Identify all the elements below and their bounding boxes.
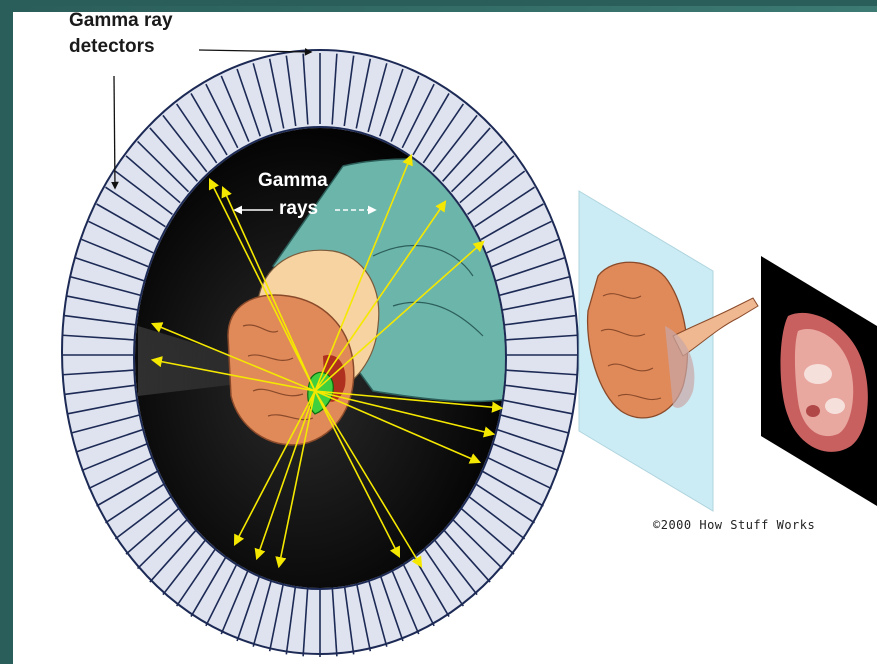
- rays-label-line2: rays: [279, 198, 318, 220]
- figure-frame: Gamma ray detectors Gamma rays ©2000 How…: [13, 6, 877, 664]
- rays-label-line1: Gamma: [258, 170, 328, 192]
- slice-plane-group: [579, 191, 758, 511]
- detectors-label-line1: Gamma ray: [69, 10, 173, 32]
- pet-scan-image: [761, 256, 877, 506]
- pet-scanner-diagram: [13, 6, 877, 664]
- detectors-label-line2: detectors: [69, 36, 155, 58]
- copyright-notice: ©2000 How Stuff Works: [653, 518, 815, 532]
